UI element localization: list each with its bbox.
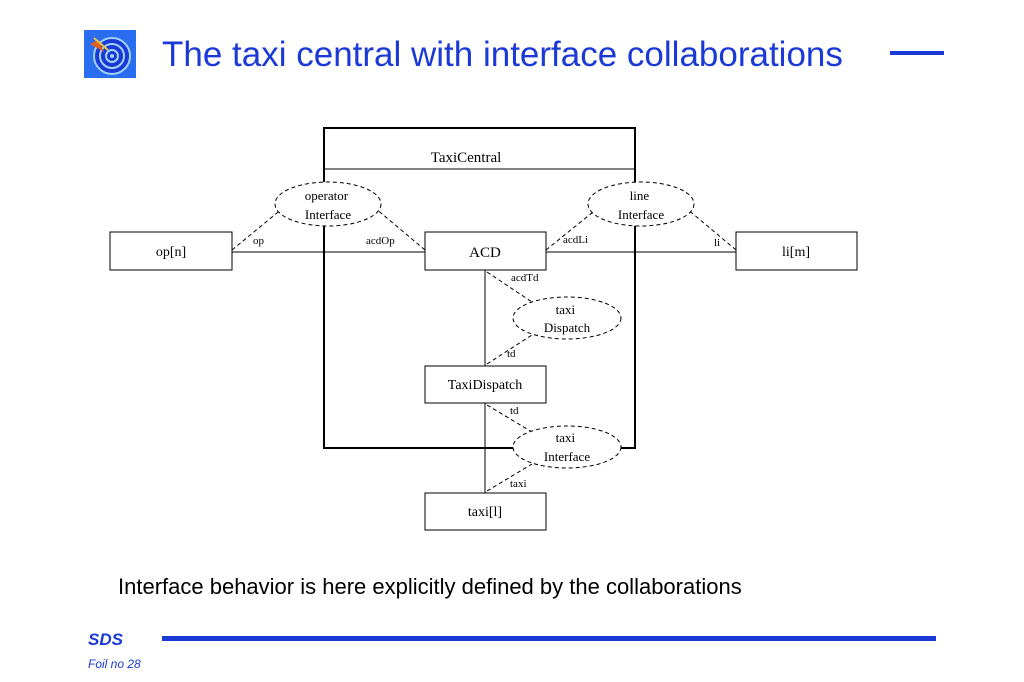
taxicentral-label: TaxiCentral [431, 150, 502, 166]
role-label-td-lower: td [510, 405, 519, 417]
part-li-box [735, 231, 858, 271]
collab-operator-interface-line2: Interface [305, 207, 351, 222]
role-line-li [685, 207, 737, 251]
role-line-acdop [374, 207, 426, 251]
part-acd-box [424, 231, 547, 271]
role-label-acdli: acdLi [563, 234, 588, 246]
slide-caption: Interface behavior is here explicitly de… [118, 574, 742, 599]
svg-text:operator Interface: operator Interface [305, 188, 352, 222]
role-line-taxi [486, 463, 533, 492]
part-acd-label: ACD [469, 245, 501, 261]
collab-taxi-dispatch-line2: Dispatch [544, 320, 591, 335]
collab-taxi-interface [512, 425, 622, 469]
collab-line-interface-line2: Interface [618, 207, 664, 222]
part-taxidispatch-label: TaxiDispatch [448, 378, 522, 393]
footer-accent-bar [162, 636, 936, 641]
footer-brand: SDS [88, 630, 123, 649]
collab-taxi-dispatch [512, 296, 622, 340]
role-label-li: li [714, 237, 720, 249]
part-taxi-label: taxi[l] [468, 505, 502, 520]
role-label-op: op [253, 235, 265, 247]
part-op-box [109, 231, 233, 271]
collab-taxi-dispatch-line1: taxi [556, 302, 576, 317]
svg-text:taxi Dispatch: taxi Dispatch [544, 302, 591, 335]
collab-taxi-interface-line2: Interface [544, 449, 590, 464]
part-taxidispatch-box [424, 365, 547, 404]
part-li-label: li[m] [782, 245, 810, 260]
taxicentral-box [323, 127, 636, 449]
company-logo-icon [84, 30, 136, 78]
role-line-td-lower [486, 404, 533, 433]
footer-foil-number: Foil no 28 [88, 657, 141, 671]
part-taxi-box [424, 492, 547, 531]
collab-operator-interface-line1: operator [305, 188, 349, 203]
role-line-td-upper [486, 334, 533, 365]
title-accent-bar [890, 51, 944, 55]
part-op-label: op[n] [156, 245, 186, 260]
collab-line-interface [587, 181, 695, 227]
collab-line-interface-line1: line [630, 188, 650, 203]
role-label-td-upper: td [507, 348, 516, 360]
role-label-acdtd: acdTd [511, 272, 539, 284]
svg-text:taxi Interface: taxi Interface [544, 430, 590, 464]
collab-operator-interface [274, 181, 382, 227]
role-label-taxi: taxi [510, 478, 527, 490]
role-line-acdtd [486, 271, 533, 303]
page-title: The taxi central with interface collabor… [162, 35, 843, 74]
svg-text:line Interface: line Interface [618, 188, 664, 222]
role-label-acdop: acdOp [366, 235, 395, 247]
collab-taxi-interface-line1: taxi [556, 430, 576, 445]
